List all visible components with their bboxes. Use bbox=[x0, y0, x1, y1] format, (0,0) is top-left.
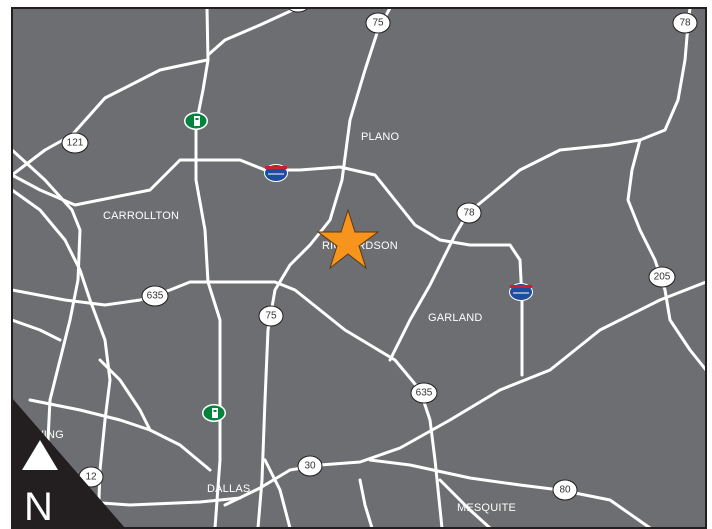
route-shield-sh78: 78 bbox=[456, 202, 482, 224]
city-label-mesquite: MESQUITE bbox=[457, 502, 516, 514]
svg-text:75: 75 bbox=[265, 311, 277, 322]
road-us80 bbox=[368, 458, 652, 528]
toll-road-shield-icon bbox=[184, 112, 208, 130]
city-label-dallas: DALLAS bbox=[207, 483, 250, 495]
city-label-carrollton: CARROLLTON bbox=[103, 210, 179, 222]
svg-text:80: 80 bbox=[559, 485, 571, 496]
road-sh78 bbox=[388, 8, 692, 362]
route-shield-us78-ne: 78 bbox=[672, 12, 698, 34]
svg-text:75: 75 bbox=[372, 18, 384, 29]
road-us75 bbox=[256, 8, 392, 528]
road-121-upper bbox=[206, 8, 299, 57]
svg-text:78: 78 bbox=[463, 208, 475, 219]
svg-text:205: 205 bbox=[654, 272, 671, 283]
svg-text:121: 121 bbox=[67, 138, 84, 149]
city-label-garland: GARLAND bbox=[428, 312, 483, 324]
svg-text:635: 635 bbox=[416, 388, 433, 399]
george-bush-turnpike-shield-icon bbox=[264, 164, 288, 182]
road-carrollton-branch bbox=[12, 148, 82, 442]
route-shield-i635-west: 635 bbox=[141, 285, 169, 307]
toll-road-shield-icon bbox=[202, 404, 226, 422]
route-shield-sh205: 205 bbox=[648, 266, 676, 288]
route-shield-i30: 30 bbox=[297, 455, 323, 477]
route-shield-us75-mid: 75 bbox=[258, 305, 284, 327]
road-sh205 bbox=[626, 138, 706, 372]
road-i635 bbox=[12, 280, 444, 528]
road-175 bbox=[438, 478, 492, 528]
north-arrow-icon bbox=[12, 398, 125, 528]
road-i30 bbox=[223, 280, 706, 507]
road-network bbox=[12, 8, 706, 528]
road-i35e bbox=[12, 188, 112, 528]
svg-text:30: 30 bbox=[304, 461, 316, 472]
route-shield-us75-north: 75 bbox=[365, 12, 391, 34]
road-bottom-center bbox=[263, 458, 292, 528]
road-i35e-south bbox=[98, 358, 152, 432]
road-pgbt bbox=[12, 158, 524, 377]
route-shield-sh121: 121 bbox=[61, 132, 89, 154]
road-dnt bbox=[194, 8, 222, 528]
svg-text:12: 12 bbox=[85, 472, 97, 483]
star-marker-icon bbox=[316, 208, 380, 270]
road-west-edge bbox=[12, 318, 62, 342]
svg-text:635: 635 bbox=[147, 291, 164, 302]
road-bottom-mid bbox=[358, 478, 374, 528]
road-loop12 bbox=[28, 398, 212, 472]
road-121 bbox=[12, 58, 209, 177]
city-label-plano: PLANO bbox=[361, 131, 400, 143]
route-shield-i635-east: 635 bbox=[410, 382, 438, 404]
map-border bbox=[11, 7, 707, 529]
route-shield-us80: 80 bbox=[552, 479, 578, 501]
north-letter: N bbox=[24, 485, 53, 529]
svg-text:78: 78 bbox=[679, 18, 691, 29]
george-bush-turnpike-shield-icon bbox=[509, 283, 533, 301]
